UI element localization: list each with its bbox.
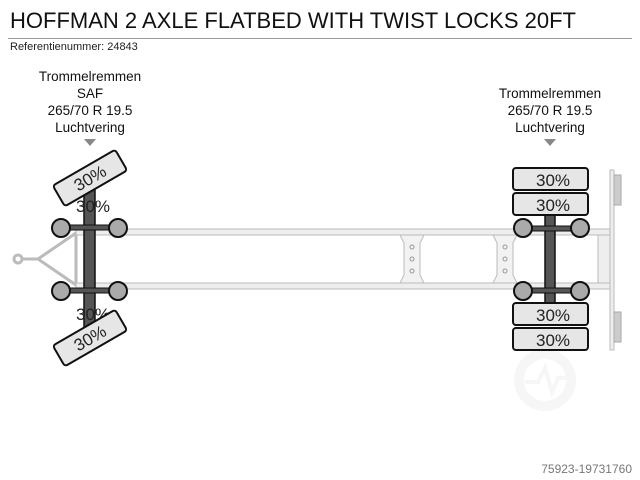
drawbar (12, 230, 78, 288)
front-axle-label: Trommelremmen SAF 265/70 R 19.5 Luchtver… (10, 68, 170, 136)
tyre-wear: 30% (536, 306, 570, 325)
rear-arrow-icon (544, 139, 556, 146)
tyre-wear: 30% (536, 331, 570, 350)
front-make: SAF (76, 86, 104, 101)
tyre (52, 309, 128, 367)
watermark-logo (514, 349, 576, 411)
rear-axle-label: Trommelremmen 265/70 R 19.5 Luchtvering (470, 85, 630, 136)
divider (8, 38, 632, 39)
front-axle: 30% 30% 30% 30% (51, 149, 128, 367)
front-brakes: Trommelremmen (38, 69, 142, 84)
rear-tyres: 265/70 R 19.5 (507, 103, 593, 118)
tyre-wear: 30% (536, 196, 570, 215)
front-tyres: 265/70 R 19.5 (47, 103, 133, 118)
tyre-wear: 30% (536, 171, 570, 190)
rear-brakes: Trommelremmen (498, 86, 602, 101)
tyre (52, 149, 128, 207)
front-arrow-icon (84, 139, 96, 146)
page-title: HOFFMAN 2 AXLE FLATBED WITH TWIST LOCKS … (10, 8, 576, 33)
tyre-wear: 30% (76, 197, 110, 216)
listing-id: 75923-19731760 (541, 462, 632, 476)
frame (75, 169, 622, 351)
reference-number: Referentienummer: 24843 (10, 41, 138, 53)
front-suspension: Luchtvering (55, 120, 125, 135)
rear-suspension: Luchtvering (515, 120, 585, 135)
rear-axle: 30% 30% 30% 30% (512, 167, 590, 351)
